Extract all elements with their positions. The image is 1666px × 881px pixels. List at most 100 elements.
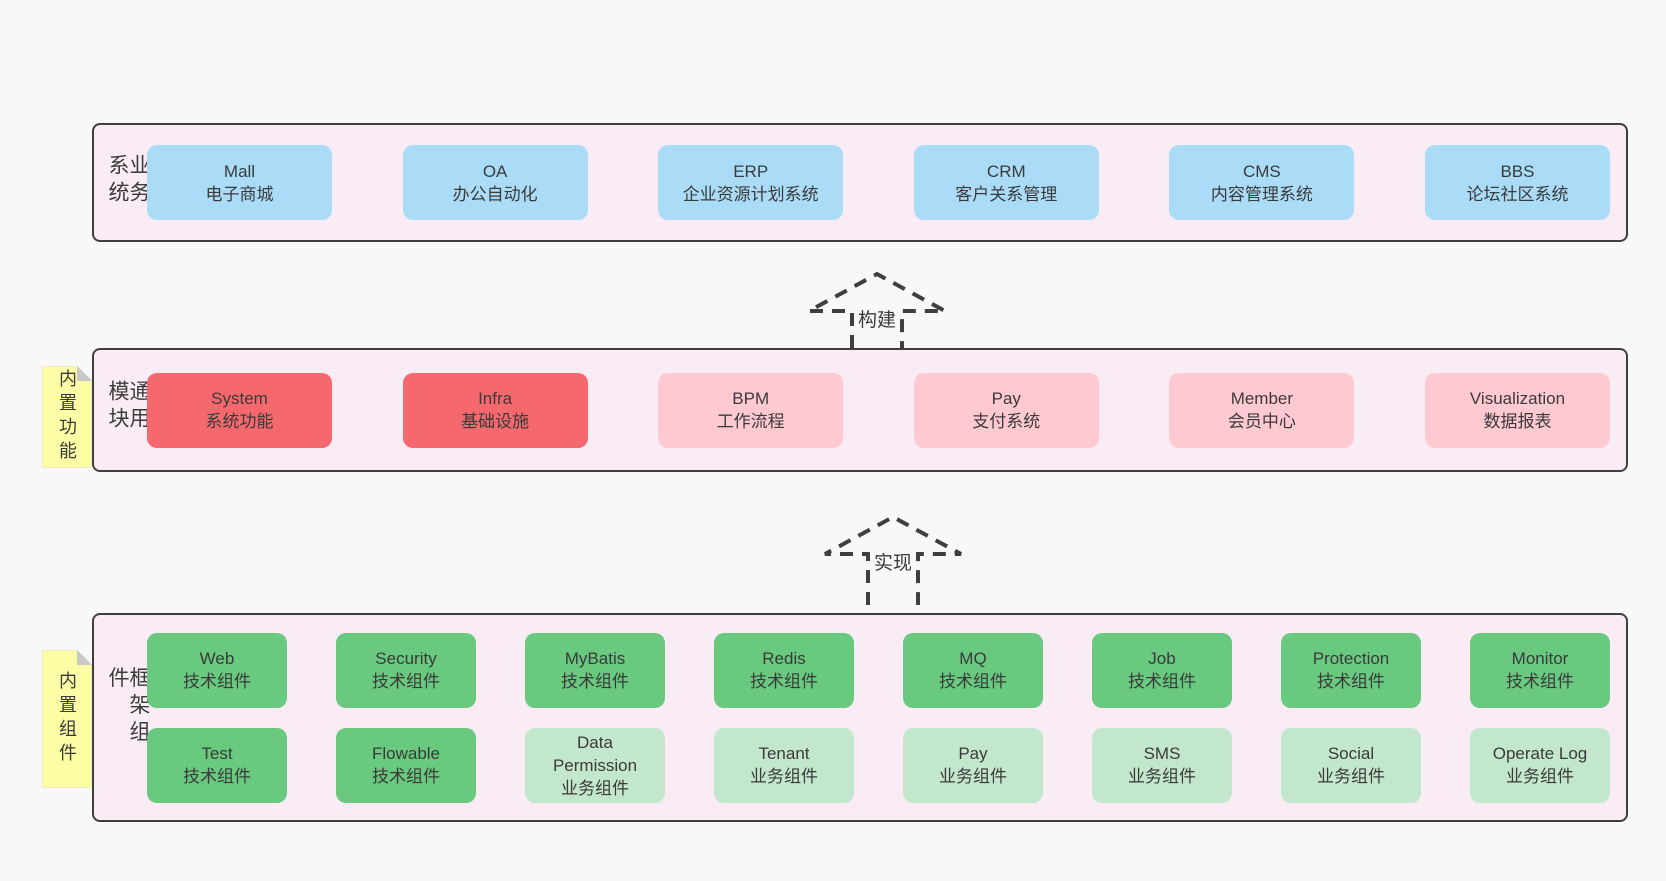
sticky-note-built-in-components-label: 内置组件 bbox=[57, 671, 77, 767]
box-protection: Protection 技术组件 bbox=[1281, 632, 1421, 708]
layer-common-modules-label: 通用模块 bbox=[106, 380, 150, 434]
sticky-note-built-in-features-label: 内置功能 bbox=[57, 369, 77, 465]
sticky-note-built-in-components: 内置组件 bbox=[42, 650, 92, 788]
box-description: 企业资源计划系统 bbox=[682, 184, 819, 204]
box-name: Security bbox=[375, 649, 437, 668]
box-test: Test 技术组件 bbox=[147, 727, 287, 803]
box-name: Job bbox=[1148, 649, 1176, 668]
box-name: Monitor bbox=[1511, 649, 1569, 668]
box-description: 会员中心 bbox=[1227, 412, 1296, 431]
box-redis: Redis 技术组件 bbox=[714, 632, 854, 708]
box-name: Web bbox=[199, 649, 235, 668]
box-description: 业务组件 bbox=[1128, 767, 1196, 786]
box-description: 业务组件 bbox=[1506, 767, 1574, 786]
box-name: SMS bbox=[1143, 744, 1181, 763]
implement-arrow: 实现 bbox=[822, 514, 964, 605]
box-pay: Pay 业务组件 bbox=[903, 727, 1043, 803]
box-mq: MQ 技术组件 bbox=[903, 632, 1043, 708]
box-name: Pay bbox=[991, 389, 1021, 408]
component-row: Mall 电子商城 OA 办公自动化 ERP 企业资源计划系统 CRM 客户关系管理 CMS 内容… bbox=[147, 145, 1610, 220]
box-description: 技术组件 bbox=[372, 672, 440, 691]
box-cms: CMS 内容管理系统 bbox=[1169, 145, 1355, 220]
box-description: 技术组件 bbox=[561, 672, 629, 691]
dashed-up-arrow-icon bbox=[808, 271, 946, 348]
box-sms: SMS 业务组件 bbox=[1092, 727, 1232, 803]
box-name: Pay bbox=[958, 744, 988, 763]
box-description: 工作流程 bbox=[716, 412, 785, 431]
component-row: System 系统功能 Infra 基础设施 BPM 工作流程 Pay 支付系统 Member 会… bbox=[147, 372, 1610, 448]
box-name: Tenant bbox=[758, 744, 810, 763]
box-name: Operate Log bbox=[1492, 744, 1588, 763]
box-web: Web 技术组件 bbox=[147, 632, 287, 708]
box-name: BBS bbox=[1500, 161, 1535, 181]
box-description: 技术组件 bbox=[183, 672, 251, 691]
box-description: 电子商城 bbox=[205, 184, 274, 204]
box-operate-log: Operate Log 业务组件 bbox=[1470, 727, 1610, 803]
box-monitor: Monitor 技术组件 bbox=[1470, 632, 1610, 708]
box-member: Member 会员中心 bbox=[1169, 372, 1355, 448]
box-name: Flowable bbox=[371, 744, 441, 763]
box-name: Infra bbox=[478, 389, 513, 408]
box-pay: Pay 支付系统 bbox=[913, 372, 1099, 448]
box-description: 客户关系管理 bbox=[955, 184, 1058, 204]
box-description: 业务组件 bbox=[1317, 767, 1385, 786]
box-name: MQ bbox=[959, 649, 987, 668]
box-name: CRM bbox=[986, 161, 1026, 181]
box-description: 技术组件 bbox=[750, 672, 818, 691]
box-job: Job 技术组件 bbox=[1092, 632, 1232, 708]
box-name: ERP bbox=[733, 161, 769, 181]
box-description: 论坛社区系统 bbox=[1466, 184, 1569, 204]
box-description: 办公自动化 bbox=[452, 184, 538, 204]
box-bbs: BBS 论坛社区系统 bbox=[1424, 145, 1610, 220]
box-name: OA bbox=[482, 161, 508, 181]
layer-business-label: 业务系统 bbox=[106, 153, 150, 208]
box-name: Member bbox=[1230, 389, 1294, 408]
box-name: Protection bbox=[1312, 649, 1390, 668]
box-name: Visualization bbox=[1469, 389, 1566, 408]
box-description: 内容管理系统 bbox=[1210, 184, 1313, 204]
box-mall: Mall 电子商城 bbox=[147, 145, 332, 220]
sticky-note-built-in-features: 内置功能 bbox=[42, 366, 92, 468]
box-mybatis: MyBatis 技术组件 bbox=[525, 632, 665, 708]
box-tenant: Tenant 业务组件 bbox=[714, 727, 854, 803]
box-flowable: Flowable 技术组件 bbox=[336, 727, 476, 803]
box-description: 基础设施 bbox=[461, 412, 530, 431]
layer-framework-components-label: 框架组件 bbox=[106, 666, 150, 748]
box-security: Security 技术组件 bbox=[336, 632, 476, 708]
build-arrow-label: 构建 bbox=[854, 309, 900, 334]
layer-business-rows: Mall 电子商城 OA 办公自动化 ERP 企业资源计划系统 CRM 客户关系管理 CMS 内容… bbox=[147, 125, 1610, 240]
box-erp: ERP 企业资源计划系统 bbox=[658, 145, 844, 220]
box-description: 技术组件 bbox=[1317, 672, 1385, 691]
box-crm: CRM 客户关系管理 bbox=[913, 145, 1099, 220]
implement-arrow-label: 实现 bbox=[870, 552, 916, 577]
build-arrow: 构建 bbox=[806, 271, 948, 348]
box-name: Mall bbox=[223, 161, 256, 181]
box-description: 业务组件 bbox=[750, 767, 818, 786]
box-description: 支付系统 bbox=[972, 412, 1041, 431]
box-oa: OA 办公自动化 bbox=[402, 145, 588, 220]
box-description: 技术组件 bbox=[939, 672, 1007, 691]
box-description: 业务组件 bbox=[939, 767, 1007, 786]
dashed-up-arrow-icon bbox=[824, 514, 962, 605]
box-description: 技术组件 bbox=[1128, 672, 1196, 691]
box-name: Redis bbox=[762, 649, 806, 668]
box-bpm: BPM 工作流程 bbox=[658, 372, 844, 448]
box-name: MyBatis bbox=[564, 649, 626, 668]
box-description: 技术组件 bbox=[183, 767, 251, 786]
box-name: System bbox=[211, 389, 268, 408]
box-name: BPM bbox=[732, 389, 770, 408]
box-name: CMS bbox=[1242, 161, 1281, 181]
box-description: 系统功能 bbox=[205, 412, 274, 431]
box-name: Social bbox=[1327, 744, 1375, 763]
box-name: Data Permission bbox=[552, 732, 638, 775]
box-description: 技术组件 bbox=[372, 767, 440, 786]
box-name: Test bbox=[201, 744, 233, 763]
box-description: 技术组件 bbox=[1506, 672, 1574, 691]
layer-business-systems: 业务系统 Mall 电子商城 OA 办公自动化 ERP 企业资源计划系统 CRM 客户关系管理… bbox=[92, 123, 1628, 242]
